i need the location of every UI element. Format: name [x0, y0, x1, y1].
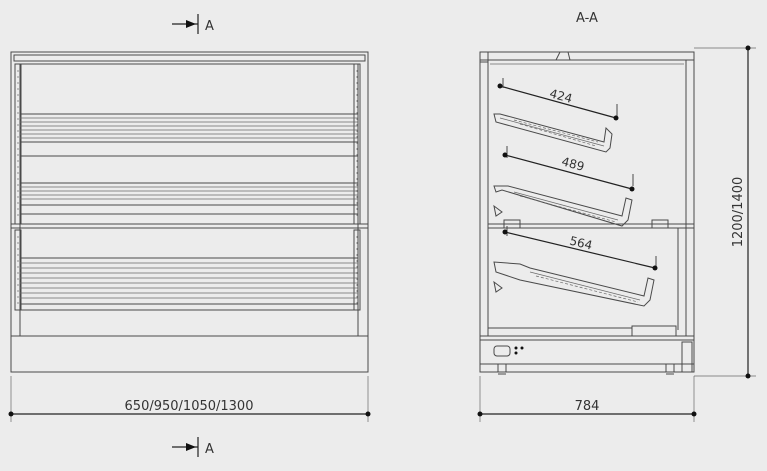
- height-dimension: 1200/1400: [694, 45, 756, 379]
- front-cabinet-outline: [10, 51, 369, 373]
- section-marker-bottom-label: A: [205, 442, 214, 457]
- top-hinge: [555, 51, 571, 61]
- section-view: A-A 424: [477, 11, 756, 422]
- section-marker-top-label: A: [205, 19, 214, 34]
- front-shelf-1: [19, 113, 359, 157]
- front-width-label: 650/950/1050/1300: [125, 399, 254, 414]
- height-label: 1200/1400: [731, 177, 746, 248]
- front-width-dimension: 650/950/1050/1300: [8, 376, 371, 422]
- section-shelf-1: 424: [493, 78, 619, 153]
- side-depth-label: 784: [575, 399, 600, 414]
- section-marker-bottom: A: [172, 437, 214, 457]
- front-post-perforations: [17, 70, 358, 305]
- shelf-3-depth-label: 564: [568, 234, 594, 253]
- front-shelf-2: [11, 182, 368, 229]
- side-depth-dimension: 784: [477, 376, 697, 422]
- section-shelf-3: 564: [493, 226, 658, 307]
- shelf-2-depth-label: 489: [560, 154, 586, 173]
- section-cabinet-outline: [479, 51, 695, 373]
- section-marker-top: A: [172, 14, 214, 34]
- section-base: [479, 325, 695, 375]
- section-shelf-2: 489: [493, 146, 635, 227]
- section-title: A-A: [576, 11, 598, 26]
- front-shelf-3: [19, 257, 359, 311]
- front-view: A: [8, 14, 371, 457]
- shelf-1-depth-label: 424: [548, 86, 574, 105]
